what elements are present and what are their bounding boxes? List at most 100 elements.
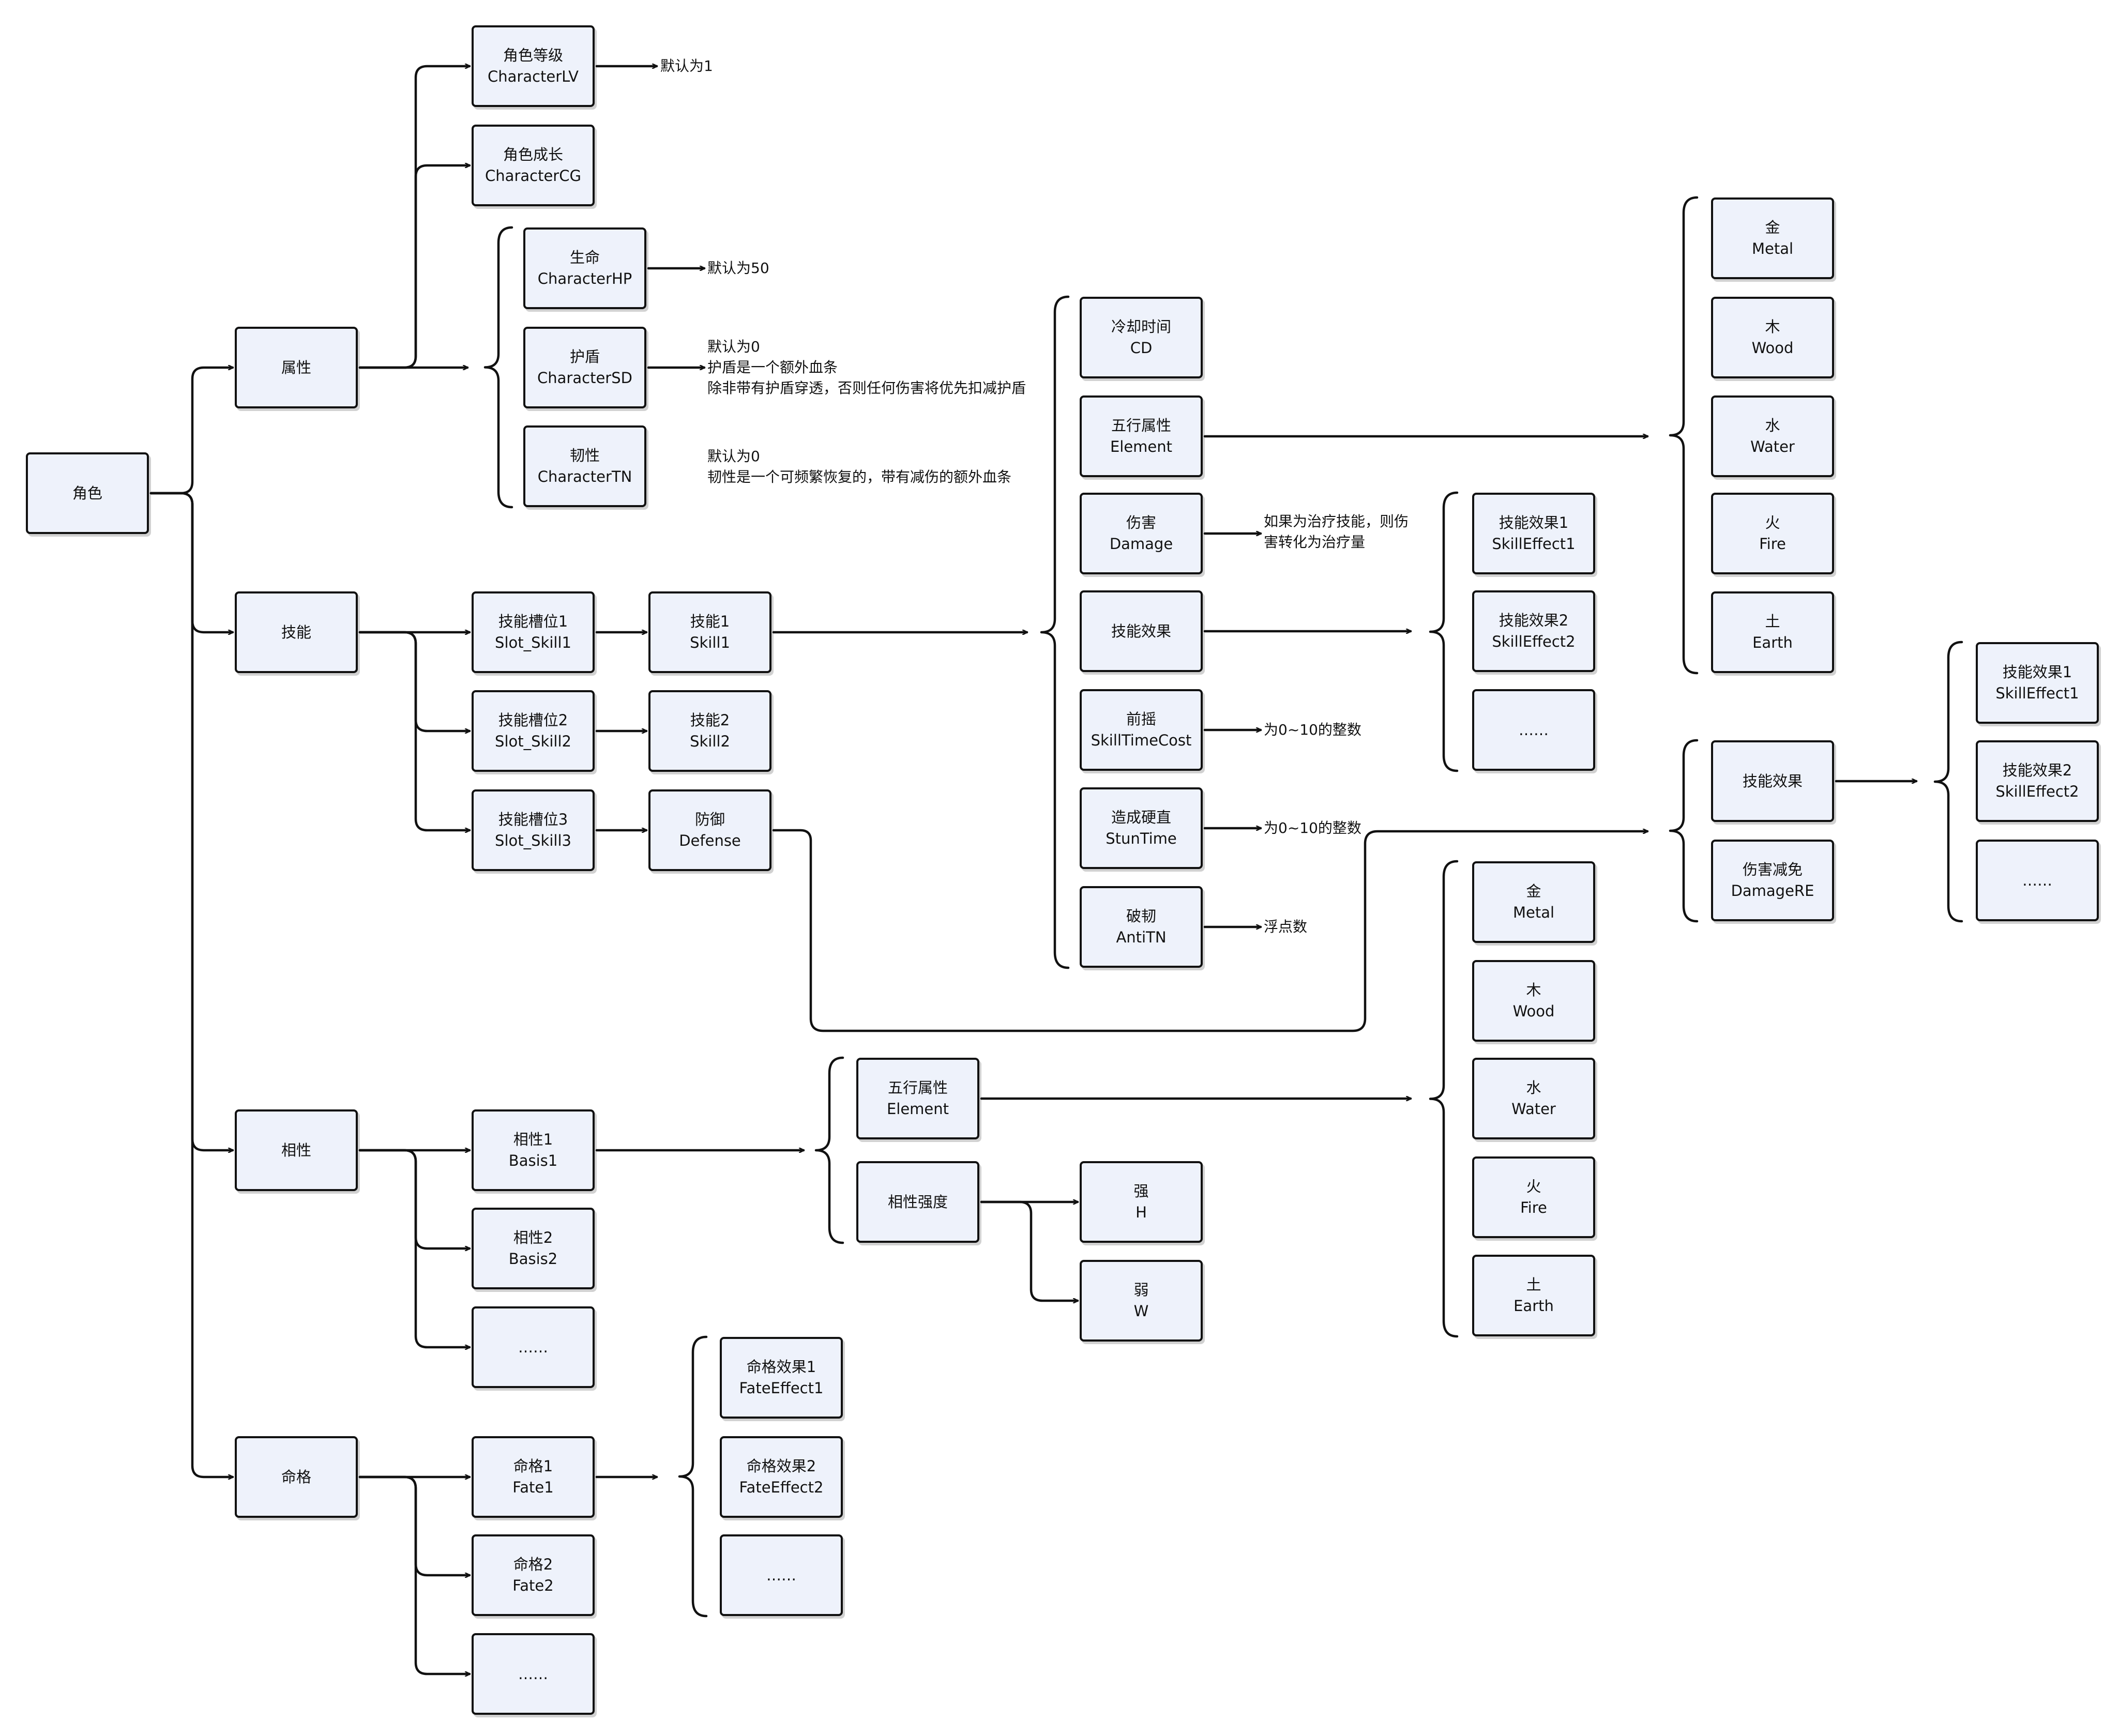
node-fate-effect-more[interactable]: …… [720, 1534, 843, 1616]
node-basis-more[interactable]: …… [472, 1306, 595, 1388]
node-element-earth-2[interactable]: 土 Earth [1472, 1255, 1595, 1336]
node-label-en: Basis2 [508, 1250, 558, 1268]
node-skill-effect2[interactable]: 技能效果2 SkillEffect2 [1472, 590, 1595, 672]
node-label-en: Water [1750, 438, 1795, 455]
node-skill-effect1[interactable]: 技能效果1 SkillEffect1 [1472, 493, 1595, 574]
node-label-cn: 生命 [569, 249, 600, 266]
node-skill-effect-more[interactable]: …… [1472, 689, 1595, 771]
node-label-cn: 强 [1133, 1182, 1149, 1200]
node-basis2[interactable]: 相性2 Basis2 [472, 1208, 595, 1289]
node-label-cn: 技能槽位3 [498, 811, 568, 828]
node-label-en: Metal [1512, 904, 1555, 921]
node-character-growth[interactable]: 角色成长 CharacterCG [472, 125, 595, 206]
connector-root-fate [149, 492, 234, 1477]
node-label-en: Slot_Skill2 [495, 733, 571, 750]
note-line: 害转化为治疗量 [1264, 534, 1366, 551]
node-label-cn: 防御 [694, 811, 725, 828]
node-skill-antitn[interactable]: 破韧 AntiTN [1080, 886, 1203, 968]
node-label-en: Element [1110, 438, 1173, 455]
node-fate-effect2[interactable]: 命格效果2 FateEffect2 [720, 1436, 843, 1518]
node-skill-windup[interactable]: 前摇 SkillTimeCost [1080, 689, 1203, 771]
node-character-level[interactable]: 角色等级 CharacterLV [472, 25, 595, 107]
node-skill1[interactable]: 技能1 Skill1 [648, 591, 771, 673]
node-label-cn: 技能效果 [1742, 772, 1803, 790]
node-element-wood-2[interactable]: 木 Wood [1472, 960, 1595, 1042]
node-label-cn: 伤害减免 [1742, 861, 1803, 878]
category-node-attribute[interactable]: 属性 [235, 327, 358, 408]
brace-element-mid [1429, 860, 1459, 1338]
node-defense-effect-more[interactable]: …… [1976, 840, 2099, 921]
note-line: 默认为0 [707, 338, 760, 355]
node-element-earth[interactable]: 土 Earth [1711, 591, 1834, 673]
node-skill-effect[interactable]: 技能效果 [1080, 590, 1203, 672]
node-label-cn: 五行属性 [887, 1079, 948, 1097]
node-slot-skill3[interactable]: 技能槽位3 Slot_Skill3 [472, 789, 595, 871]
node-label-en: Damage [1109, 535, 1173, 553]
node-character-hp[interactable]: 生命 CharacterHP [523, 227, 646, 309]
node-basis1[interactable]: 相性1 Basis1 [472, 1109, 595, 1191]
node-label-en: Fate1 [512, 1479, 554, 1496]
node-label-cn: 技能效果1 [1499, 514, 1569, 531]
node-label-en: CharacterHP [537, 270, 632, 287]
node-fate1[interactable]: 命格1 Fate1 [472, 1436, 595, 1518]
node-label-cn: 技能效果 [1111, 622, 1171, 640]
node-label-cn: 水 [1765, 417, 1780, 434]
node-defense-effect2[interactable]: 技能效果2 SkillEffect2 [1976, 740, 2099, 822]
node-element-metal-2[interactable]: 金 Metal [1472, 861, 1595, 943]
node-element-fire[interactable]: 火 Fire [1711, 493, 1834, 574]
note-shield: 默认为0 护盾是一个额外血条 除非带有护盾穿透，否则任何伤害将优先扣减护盾 [707, 337, 1026, 399]
node-defense-effect[interactable]: 技能效果 [1711, 740, 1834, 822]
node-defense[interactable]: 防御 Defense [648, 789, 771, 871]
node-label-en: Slot_Skill3 [495, 832, 571, 849]
node-fate-more[interactable]: …… [472, 1633, 595, 1715]
node-label-cn: 角色成长 [503, 146, 563, 163]
node-element-water[interactable]: 水 Water [1711, 395, 1834, 477]
node-label-en: CharacterLV [488, 68, 579, 85]
node-label-cn: 前摇 [1126, 710, 1156, 728]
category-node-fate[interactable]: 命格 [235, 1436, 358, 1518]
node-label-cn: 火 [1526, 1178, 1541, 1195]
node-strength-strong[interactable]: 强 H [1080, 1161, 1203, 1243]
node-fate-effect1[interactable]: 命格效果1 FateEffect1 [720, 1337, 843, 1419]
node-affinity-element[interactable]: 五行属性 Element [856, 1058, 979, 1139]
node-label-cn: 土 [1765, 613, 1780, 630]
node-label-en: Skill2 [690, 733, 730, 750]
node-damage-reduction[interactable]: 伤害减免 DamageRE [1711, 840, 1834, 921]
node-defense-effect1[interactable]: 技能效果1 SkillEffect1 [1976, 642, 2099, 724]
node-element-wood[interactable]: 木 Wood [1711, 297, 1834, 378]
node-label: 技能 [281, 623, 311, 641]
node-label-cn: 火 [1765, 514, 1780, 531]
node-slot-skill1[interactable]: 技能槽位1 Slot_Skill1 [472, 591, 595, 673]
node-label-cn: …… [766, 1566, 796, 1584]
node-strength-weak[interactable]: 弱 W [1080, 1260, 1203, 1342]
node-skill-damage[interactable]: 伤害 Damage [1080, 493, 1203, 574]
node-label-en: CharacterCG [485, 167, 581, 185]
node-element-metal[interactable]: 金 Metal [1711, 197, 1834, 279]
node-character-toughness[interactable]: 韧性 CharacterTN [523, 425, 646, 507]
node-label-cn: 相性2 [513, 1229, 553, 1246]
node-label: 属性 [281, 358, 311, 376]
node-skill2[interactable]: 技能2 Skill2 [648, 690, 771, 772]
node-skill-stun[interactable]: 造成硬直 StunTime [1080, 787, 1203, 869]
node-label-cn: 金 [1765, 219, 1780, 236]
node-slot-skill2[interactable]: 技能槽位2 Slot_Skill2 [472, 690, 595, 772]
connector-attribute-growth [358, 165, 471, 369]
category-node-skill[interactable]: 技能 [235, 591, 358, 673]
brace-fate-effects [678, 1335, 708, 1618]
node-label-en: Earth [1752, 634, 1793, 651]
node-fate2[interactable]: 命格2 Fate2 [472, 1534, 595, 1616]
node-skill-cd[interactable]: 冷却时间 CD [1080, 297, 1203, 378]
connector-defense-branch [772, 830, 1649, 1032]
node-label-en: Fate2 [512, 1577, 554, 1594]
root-node-character[interactable]: 角色 [26, 452, 149, 534]
node-element-water-2[interactable]: 水 Water [1472, 1058, 1595, 1139]
node-skill-element[interactable]: 五行属性 Element [1080, 395, 1203, 477]
node-element-fire-2[interactable]: 火 Fire [1472, 1156, 1595, 1238]
category-node-affinity[interactable]: 相性 [235, 1109, 358, 1191]
note-line: 韧性是一个可频繁恢复的，带有减伤的额外血条 [707, 468, 1012, 485]
node-label-cn: 护盾 [569, 348, 600, 366]
node-affinity-strength[interactable]: 相性强度 [856, 1161, 979, 1243]
node-character-shield[interactable]: 护盾 CharacterSD [523, 327, 646, 408]
node-label-en: W [1133, 1302, 1149, 1320]
